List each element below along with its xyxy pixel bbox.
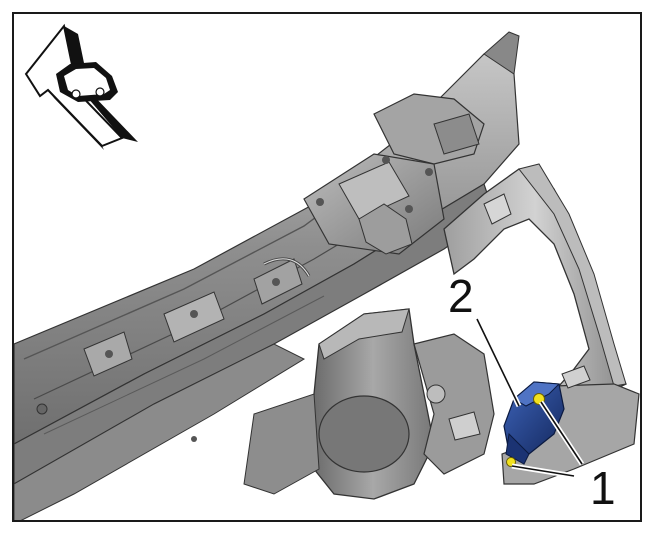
- callout-2: 2: [448, 270, 474, 322]
- leader-lines: [474, 317, 585, 479]
- arrow-with-car-icon: [24, 23, 138, 150]
- diagram-canvas: 1 2: [14, 23, 640, 520]
- upper-mount-section: [303, 31, 520, 255]
- diagram-frame: 1 2: [12, 12, 642, 522]
- callout-1: 1: [590, 462, 616, 514]
- air-duct: [243, 308, 495, 500]
